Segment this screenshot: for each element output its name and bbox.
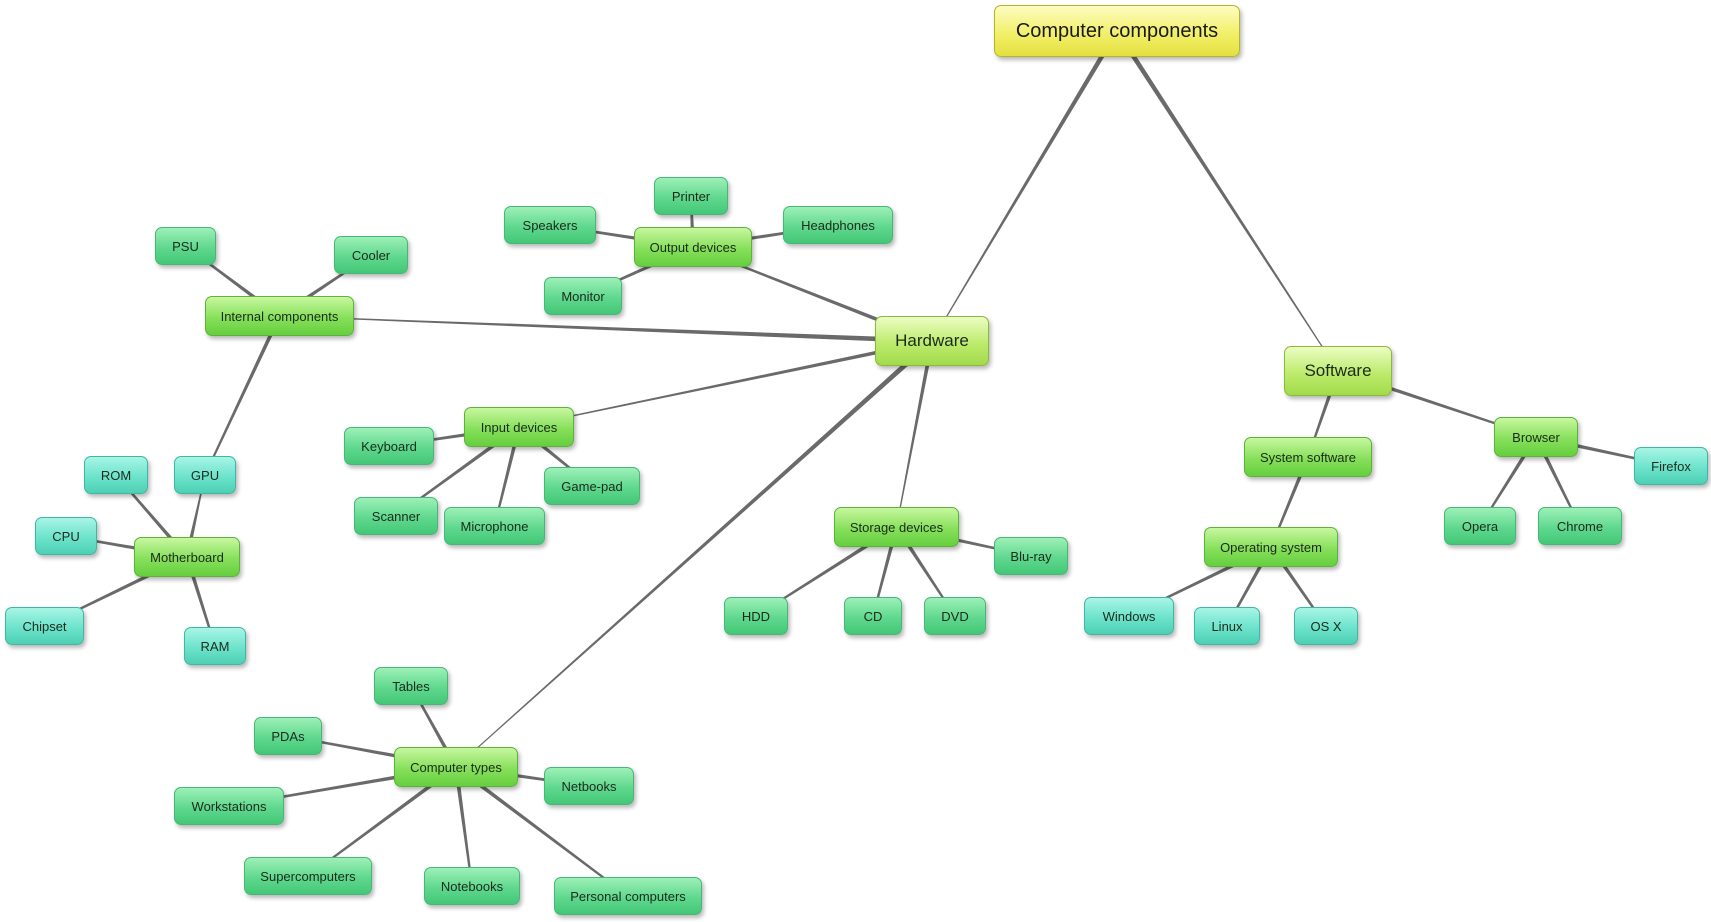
node-os-x[interactable]: OS X <box>1294 607 1358 645</box>
node-keyboard[interactable]: Keyboard <box>344 427 434 465</box>
node-internal-components[interactable]: Internal components <box>205 296 354 336</box>
node-supercomputers[interactable]: Supercomputers <box>244 857 372 895</box>
node-pdas[interactable]: PDAs <box>254 717 322 755</box>
node-operating-system[interactable]: Operating system <box>1204 527 1338 567</box>
node-microphone[interactable]: Microphone <box>444 507 545 545</box>
node-monitor[interactable]: Monitor <box>544 277 622 315</box>
node-chipset[interactable]: Chipset <box>5 607 84 645</box>
node-software[interactable]: Software <box>1284 346 1392 396</box>
connector-2 <box>279 315 933 344</box>
connector-21 <box>493 426 521 527</box>
node-system-software[interactable]: System software <box>1244 437 1372 477</box>
node-computer-components[interactable]: Computer components <box>994 5 1240 57</box>
connector-4 <box>518 339 933 428</box>
connector-1 <box>1114 29 1339 372</box>
node-scanner[interactable]: Scanner <box>354 497 438 535</box>
node-rom[interactable]: ROM <box>84 456 148 494</box>
node-ram[interactable]: RAM <box>184 627 246 665</box>
node-windows[interactable]: Windows <box>1084 597 1174 635</box>
connector-6 <box>455 339 934 768</box>
node-hardware[interactable]: Hardware <box>875 316 989 366</box>
connector-25 <box>872 526 899 617</box>
node-browser[interactable]: Browser <box>1494 417 1578 457</box>
node-workstations[interactable]: Workstations <box>174 787 284 825</box>
connector-0 <box>931 29 1120 342</box>
connector-36 <box>1270 456 1310 548</box>
connector-9 <box>204 315 282 476</box>
node-output-devices[interactable]: Output devices <box>634 227 752 267</box>
node-netbooks[interactable]: Netbooks <box>544 767 634 805</box>
node-speakers[interactable]: Speakers <box>504 206 596 244</box>
connector-14 <box>185 556 216 647</box>
node-storage-devices[interactable]: Storage devices <box>834 507 959 547</box>
node-chrome[interactable]: Chrome <box>1538 507 1622 545</box>
connector-24 <box>755 525 898 617</box>
node-headphones[interactable]: Headphones <box>783 206 893 244</box>
connector-30 <box>307 765 458 877</box>
node-cooler[interactable]: Cooler <box>334 236 408 274</box>
connector-3 <box>692 246 933 343</box>
node-blu-ray[interactable]: Blu-ray <box>994 537 1068 575</box>
connector-41 <box>1479 435 1538 527</box>
connector-32 <box>454 765 629 897</box>
node-personal-computers[interactable]: Personal computers <box>554 877 702 915</box>
node-computer-types[interactable]: Computer types <box>394 747 518 787</box>
node-dvd[interactable]: DVD <box>924 597 986 635</box>
node-notebooks[interactable]: Notebooks <box>424 867 520 905</box>
node-input-devices[interactable]: Input devices <box>464 407 574 447</box>
node-linux[interactable]: Linux <box>1194 607 1260 645</box>
node-motherboard[interactable]: Motherboard <box>134 537 240 577</box>
node-hdd[interactable]: HDD <box>724 597 788 635</box>
node-gpu[interactable]: GPU <box>174 456 236 494</box>
node-cd[interactable]: CD <box>844 597 902 635</box>
node-opera[interactable]: Opera <box>1444 507 1516 545</box>
connector-42 <box>1534 436 1581 527</box>
node-tables[interactable]: Tables <box>374 667 448 705</box>
connector-20 <box>395 425 521 517</box>
connector-31 <box>454 766 473 887</box>
node-psu[interactable]: PSU <box>155 227 216 265</box>
connector-5 <box>896 340 934 528</box>
connector-26 <box>894 525 956 617</box>
node-cpu[interactable]: CPU <box>35 517 97 555</box>
node-printer[interactable]: Printer <box>654 177 728 215</box>
connector-10 <box>185 474 206 558</box>
node-firefox[interactable]: Firefox <box>1634 447 1708 485</box>
node-game-pad[interactable]: Game-pad <box>544 467 640 505</box>
